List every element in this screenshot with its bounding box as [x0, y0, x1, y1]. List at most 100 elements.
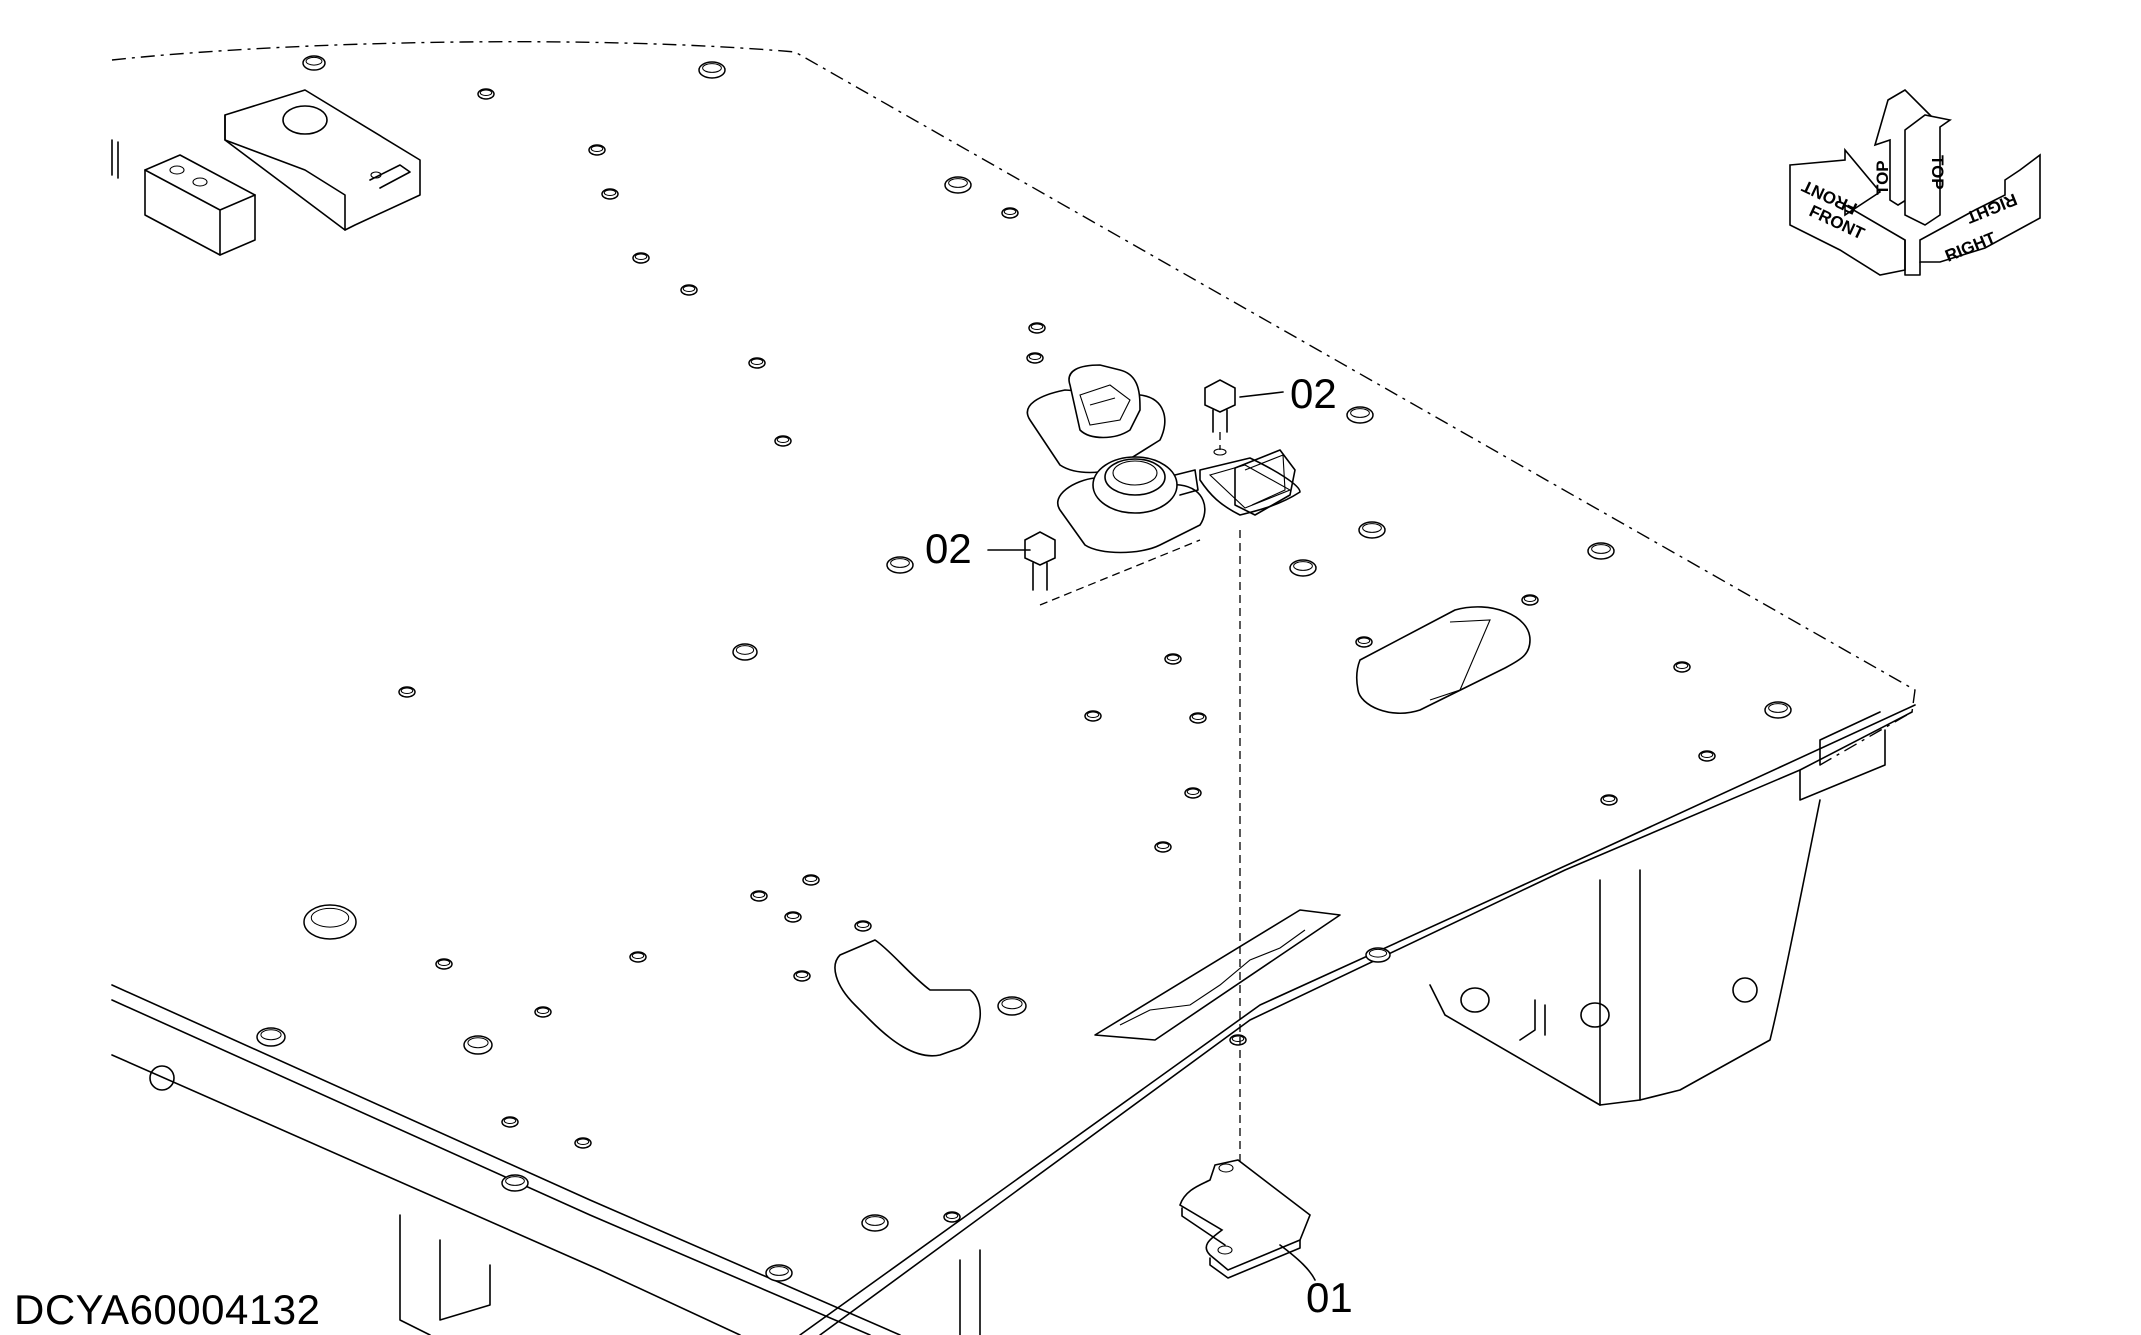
plate-hole: [732, 643, 758, 661]
plate-cutouts: [834, 449, 1531, 1057]
part-01-plate: [1179, 1159, 1311, 1279]
hidden-lines: [1039, 530, 1241, 1165]
bolt-hole-inner: [1086, 711, 1100, 718]
plate-hole: [1587, 542, 1615, 560]
bolt-hole: [1521, 594, 1539, 606]
plate-hole-inner: [305, 56, 323, 66]
bolt-hole-inner: [1357, 637, 1371, 644]
bolt-hole-inner: [1156, 842, 1170, 849]
bolt-hole-inner: [1675, 662, 1689, 669]
plate-hole-inner: [890, 558, 910, 568]
bolt-hole: [601, 188, 619, 200]
bolt-hole: [680, 284, 698, 296]
top-left-brackets: [111, 89, 421, 256]
bolt-hole: [774, 435, 792, 447]
plate-hole: [501, 1174, 529, 1192]
plate-hole: [463, 1035, 493, 1055]
plate-hole-inner: [505, 1176, 525, 1186]
plate-hole-inner: [865, 1216, 885, 1226]
plate-hole-inner: [1362, 523, 1382, 533]
floor-plate: [111, 41, 1916, 1335]
plate-hole: [1358, 521, 1386, 539]
bolt-hole: [588, 144, 606, 156]
plate-hole: [997, 996, 1027, 1016]
bolt-hole: [435, 958, 453, 970]
plate-hole-inner: [1591, 544, 1611, 554]
plate-hole: [944, 176, 972, 194]
plate-hole-inner: [948, 178, 968, 188]
bolt-hole-inner: [945, 1212, 959, 1219]
bolt-hole: [1001, 207, 1019, 219]
bolt-hole-inner: [503, 1117, 517, 1124]
bolt-hole-inner: [576, 1138, 590, 1145]
bolt-hole-inner: [437, 959, 451, 966]
bolt-hole-inner: [479, 89, 493, 96]
bolt-hole: [501, 1116, 519, 1128]
bolt-hole-inner: [1700, 751, 1714, 758]
bolt-hole-inner: [804, 875, 818, 882]
plate-hole: [303, 904, 357, 940]
bolt-hole-inner: [634, 253, 648, 260]
connector-lower: [1057, 456, 1206, 554]
bolt-hole: [943, 1211, 961, 1223]
plate-hole: [1346, 406, 1374, 424]
bolt-hole: [1084, 710, 1102, 722]
bolt-hole: [1184, 787, 1202, 799]
plate-hole-inner: [1350, 408, 1370, 418]
bolt-hole-inner: [400, 687, 414, 694]
bolt-hole: [750, 890, 768, 902]
bolt-02-lower: [1024, 531, 1056, 591]
bolt-hole-inner: [1523, 595, 1537, 602]
bolt-hole-inner: [631, 952, 645, 959]
callout-02-lower: 02: [925, 525, 972, 572]
connector-upper: [1026, 364, 1166, 474]
bolt-02-upper: [1204, 379, 1236, 456]
plate-hole: [698, 61, 726, 79]
plate-hole-inner: [769, 1266, 789, 1276]
bolt-hole: [1164, 653, 1182, 665]
bolt-hole: [534, 1006, 552, 1018]
bolt-hole: [477, 88, 495, 100]
bolt-hole-inner: [750, 358, 764, 365]
bolt-hole-inner: [786, 912, 800, 919]
bolt-hole: [629, 951, 647, 963]
bolt-hole: [1355, 636, 1373, 648]
bolt-hole: [1698, 750, 1716, 762]
bolt-hole-inner: [1030, 323, 1044, 330]
lower-right-features: [149, 977, 1758, 1091]
callout-01: 01: [1306, 1274, 1353, 1321]
bolt-hole-inner: [1166, 654, 1180, 661]
bolt-hole: [1028, 322, 1046, 334]
plate-hole-inner: [310, 907, 350, 928]
bolt-hole-inner: [856, 921, 870, 928]
bolt-hole-inner: [795, 971, 809, 978]
plate-hole-inner: [1768, 703, 1788, 713]
drawing-code: DCYA60004132: [14, 1286, 321, 1333]
bolt-hole: [793, 970, 811, 982]
bolt-hole-inner: [776, 436, 790, 443]
bolt-hole: [784, 911, 802, 923]
orientation-top-label: TOP: [1873, 160, 1892, 195]
bolt-hole-inner: [1003, 208, 1017, 215]
bolt-hole-inner: [1602, 795, 1616, 802]
plate-hole-inner: [260, 1029, 282, 1041]
bolt-hole: [1154, 841, 1172, 853]
plate-hole-inner: [467, 1037, 489, 1049]
bolt-hole: [1229, 1034, 1247, 1046]
plate-hole-inner: [1293, 561, 1313, 571]
connector-cutout: [1199, 457, 1301, 516]
leader-lines: [987, 391, 1316, 1281]
bolt-hole-inner: [1028, 353, 1042, 360]
bolt-hole: [802, 874, 820, 886]
bolt-hole: [398, 686, 416, 698]
plate-hole-inner: [735, 645, 755, 655]
plate-hole: [1365, 947, 1391, 963]
bolt-hole: [748, 357, 766, 369]
plate-hole-inner: [702, 63, 722, 73]
bolt-hole-inner: [1231, 1035, 1245, 1042]
bolt-hole: [574, 1137, 592, 1149]
bolt-hole-inner: [682, 285, 696, 292]
plate-hole-inner: [1001, 998, 1023, 1010]
plate-hole: [886, 556, 914, 574]
plate-hole: [765, 1264, 793, 1282]
